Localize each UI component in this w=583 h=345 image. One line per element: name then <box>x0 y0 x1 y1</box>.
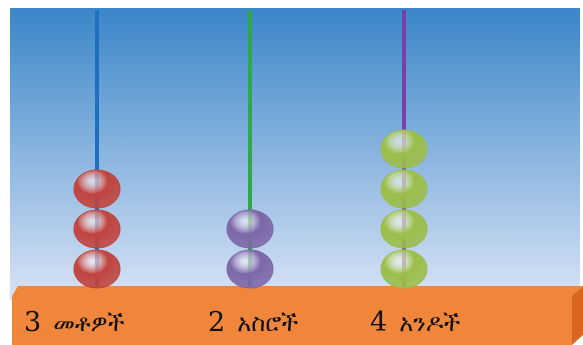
hundreds-bead <box>73 169 121 209</box>
base-side-face <box>572 286 583 345</box>
base-top-face <box>12 286 583 296</box>
ones-bead <box>380 249 428 289</box>
beads-layer <box>73 129 428 289</box>
hundreds-bead <box>73 249 121 289</box>
ones-bead <box>380 209 428 249</box>
hundreds-bead <box>73 209 121 249</box>
base-front-face <box>12 296 572 345</box>
ones-bead <box>380 129 428 169</box>
abacus-base <box>12 286 583 345</box>
ones-bead <box>380 169 428 209</box>
tens-bead <box>226 209 274 249</box>
tens-bead <box>226 249 274 289</box>
